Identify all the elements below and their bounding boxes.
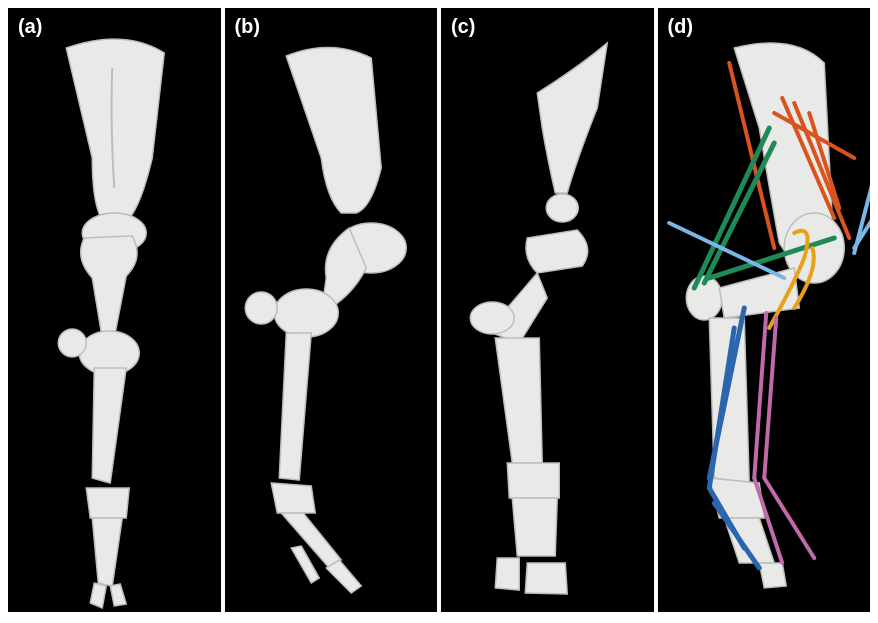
panel-label-d: (d) — [668, 16, 694, 39]
scapula — [537, 43, 607, 193]
elbow-joint — [274, 289, 338, 337]
elbow-joint — [470, 302, 514, 334]
panel-c: (c) — [441, 8, 654, 612]
scapula — [286, 47, 381, 213]
carpus — [271, 483, 315, 513]
metacarpals — [92, 518, 122, 586]
panel-d: (d) — [658, 8, 871, 612]
forelimb-skeleton-lateral-view — [441, 8, 654, 612]
metacarpals — [281, 513, 341, 568]
digits — [759, 563, 786, 588]
shoulder-joint — [546, 194, 578, 222]
scapula — [66, 39, 164, 223]
radius-ulna — [279, 333, 311, 480]
panel-b: (b) — [225, 8, 438, 612]
digits — [90, 583, 126, 608]
forelimb-skeleton-front-view — [8, 8, 221, 612]
radius-ulna — [495, 338, 542, 463]
forelimb-skeleton-oblique-view — [225, 8, 438, 612]
panel-label-a: (a) — [18, 16, 42, 39]
panel-label-b: (b) — [235, 16, 261, 39]
digits — [495, 558, 567, 594]
carpus — [86, 488, 129, 518]
carpus — [507, 463, 559, 498]
figure: (a) (b) — [8, 8, 870, 612]
muscle-lines-pink — [754, 313, 814, 563]
humerus — [526, 230, 588, 273]
humerus — [81, 236, 137, 338]
panel-a: (a) — [8, 8, 221, 612]
metacarpals — [512, 498, 557, 556]
radius-ulna — [92, 368, 126, 483]
panel-label-c: (c) — [451, 16, 475, 39]
forelimb-muscle-model — [658, 8, 871, 612]
